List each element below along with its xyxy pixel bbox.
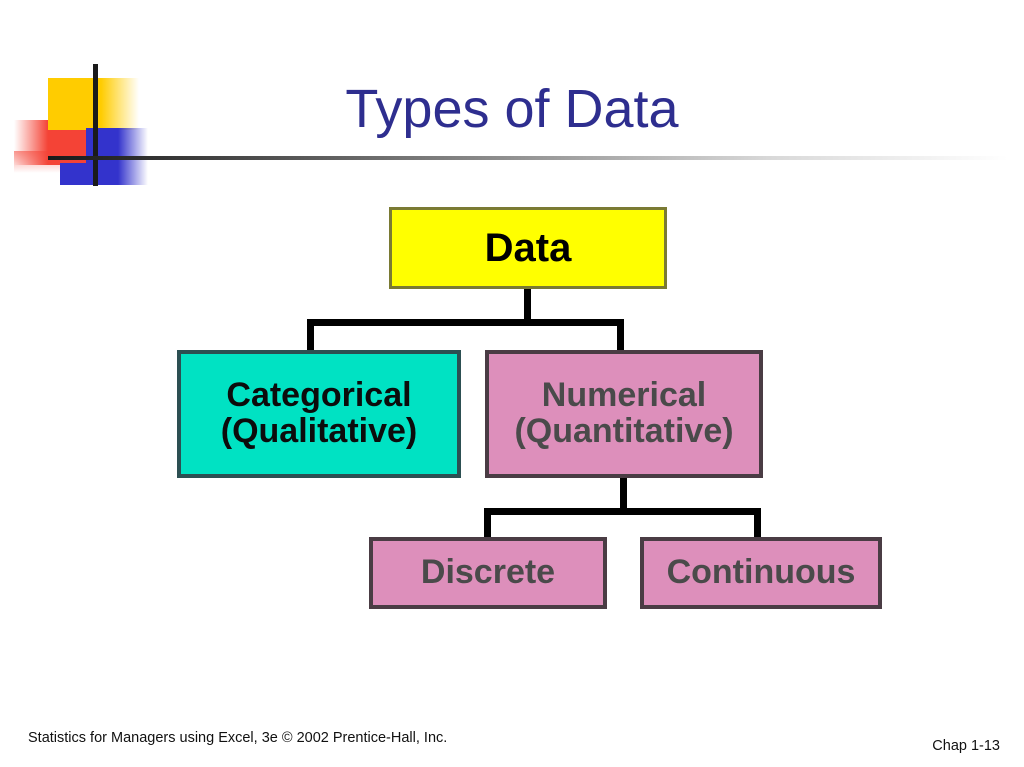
node-numerical: Numerical (Quantitative) <box>485 350 763 478</box>
node-categorical-label: Categorical (Qualitative) <box>220 376 418 450</box>
logo-red-fade <box>14 120 48 165</box>
decorative-corner-logo <box>0 0 300 200</box>
connector-top-horizontal <box>307 319 624 326</box>
node-data-label: Data <box>484 226 572 270</box>
page-title: Types of Data <box>345 79 679 139</box>
connector-data-down <box>524 289 531 325</box>
connector-to-numerical <box>617 319 624 352</box>
footer-credit: Statistics for Managers using Excel, 3e … <box>28 730 448 746</box>
connector-to-categorical <box>307 319 314 352</box>
node-discrete-label: Discrete <box>420 553 556 592</box>
node-continuous: Continuous <box>640 537 882 609</box>
node-numerical-label-line1: Numerical <box>541 376 707 415</box>
node-categorical: Categorical (Qualitative) <box>177 350 461 478</box>
connector-numerical-down <box>620 478 627 514</box>
logo-blue-lower-bar <box>60 163 118 185</box>
node-discrete: Discrete <box>369 537 607 609</box>
logo-yellow-fade <box>101 78 139 130</box>
footer-chapter: Chap 1-13 <box>932 738 1000 754</box>
logo-vertical-rule <box>93 64 98 186</box>
connector-to-continuous <box>754 508 761 541</box>
node-numerical-label-line2: (Quantitative) <box>514 412 734 450</box>
connector-bottom-horizontal <box>484 508 761 515</box>
node-numerical-label: Numerical (Quantitative) <box>514 376 734 450</box>
logo-yellow-square <box>48 78 101 130</box>
node-categorical-label-line1: Categorical <box>226 376 412 415</box>
connector-to-discrete <box>484 508 491 541</box>
title-horizontal-rule <box>48 156 1008 160</box>
node-categorical-label-line2: (Qualitative) <box>220 412 418 450</box>
node-data: Data <box>389 207 667 289</box>
node-continuous-label: Continuous <box>666 553 856 592</box>
